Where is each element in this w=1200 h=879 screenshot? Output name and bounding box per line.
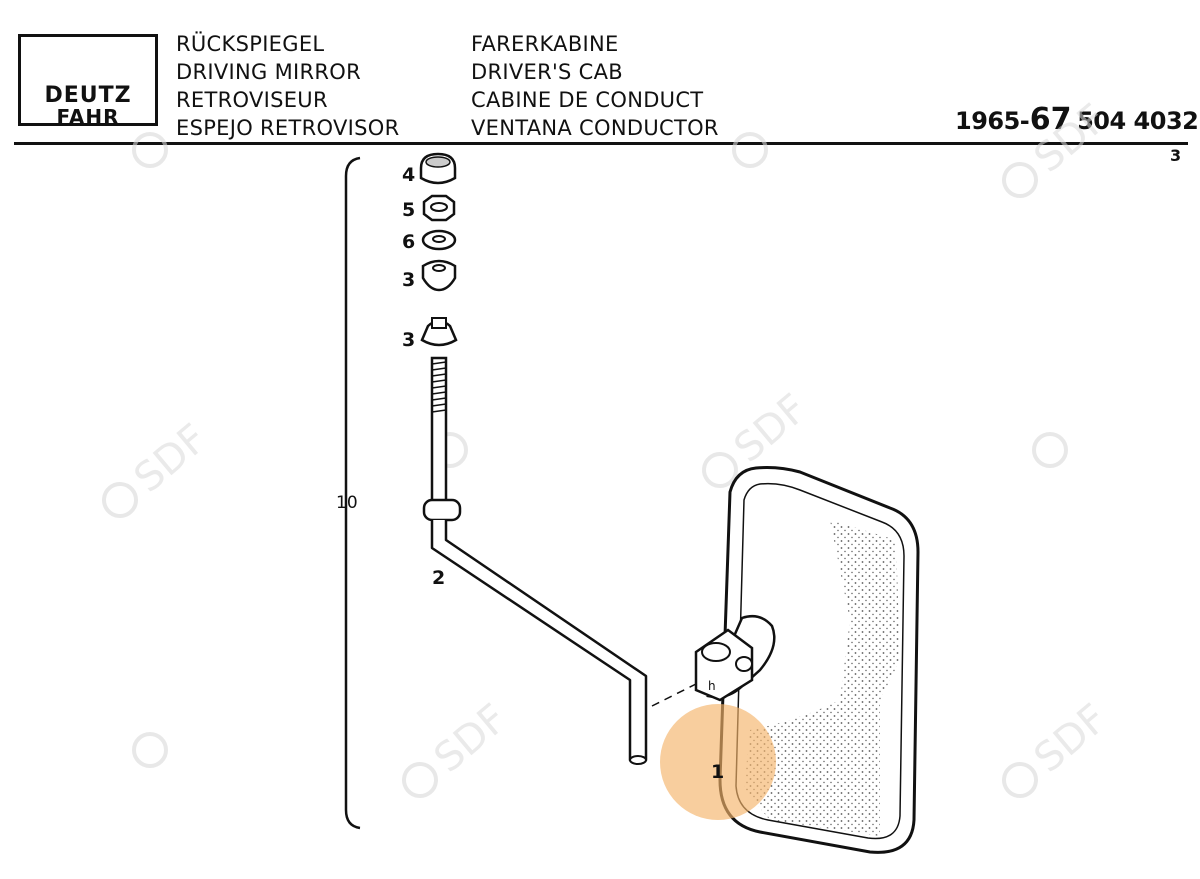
group-spanish: VENTANA CONDUCTOR	[471, 116, 719, 140]
watermark-4: SDF	[1002, 696, 1116, 798]
callout-3-lower: 3	[402, 329, 415, 351]
title-column-right: FARERKABINE DRIVER'S CAB CABINE DE CONDU…	[471, 30, 719, 142]
bush-part-3-upper	[421, 259, 457, 292]
callout-3-upper: 3	[402, 269, 415, 291]
watermark-text: SDF	[1026, 696, 1116, 782]
deutz-fahr-logo: DEUTZ FAHR	[18, 34, 158, 129]
logo-line-2: FAHR	[56, 105, 120, 129]
watermark-text: SDF	[126, 416, 216, 502]
part-number-code: 504 4032	[1077, 107, 1199, 135]
logo-line-1: DEUTZ	[44, 83, 132, 108]
watermark-text: SDF	[1026, 96, 1116, 182]
page-number: 3	[1170, 146, 1182, 165]
watermark-mark	[732, 132, 768, 168]
callout-1: 1	[711, 761, 724, 783]
watermarks: SDF SDF SDF SDF SDF	[102, 96, 1116, 798]
bush-part-3-lower	[420, 317, 458, 347]
part-number: 1965-67 504 4032	[955, 102, 1199, 137]
nut-part-5	[422, 194, 456, 222]
callout-4: 4	[402, 164, 415, 186]
callout-5: 5	[402, 199, 415, 221]
callout-1-highlight	[660, 704, 776, 820]
title-column-left: RÜCKSPIEGEL DRIVING MIRROR RETROVISEUR E…	[176, 30, 399, 142]
watermark-mark	[132, 132, 168, 168]
watermark-text: SDF	[726, 386, 816, 472]
cap-part-4	[419, 152, 457, 185]
assembly-line	[651, 681, 701, 707]
svg-text:h: h	[708, 679, 716, 693]
callout-10: 10	[336, 493, 358, 513]
watermark-mark	[1032, 432, 1068, 468]
title-english: DRIVING MIRROR	[176, 60, 361, 84]
group-german: FARERKABINE	[471, 32, 619, 56]
group-french: CABINE DE CONDUCT	[471, 88, 704, 112]
callout-2: 2	[432, 567, 445, 589]
watermark-5: SDF	[1002, 96, 1116, 198]
watermark-mark	[132, 732, 168, 768]
title-french: RETROVISEUR	[176, 88, 328, 112]
watermark-3: SDF	[402, 696, 516, 798]
washer-part-6	[421, 229, 457, 251]
assembly-bracket	[344, 156, 361, 830]
part-number-dash: -	[1019, 107, 1030, 135]
callout-6: 6	[402, 231, 415, 253]
title-german: RÜCKSPIEGEL	[176, 32, 325, 56]
group-english: DRIVER'S CAB	[471, 60, 623, 84]
mirror-arm-part-2	[422, 356, 648, 765]
watermark-text: SDF	[426, 696, 516, 782]
header-rule	[14, 142, 1188, 145]
part-number-year: 1965	[955, 107, 1020, 135]
watermark-1: SDF	[102, 416, 216, 518]
title-spanish: ESPEJO RETROVISOR	[176, 116, 400, 140]
part-number-group: 67	[1029, 102, 1072, 137]
